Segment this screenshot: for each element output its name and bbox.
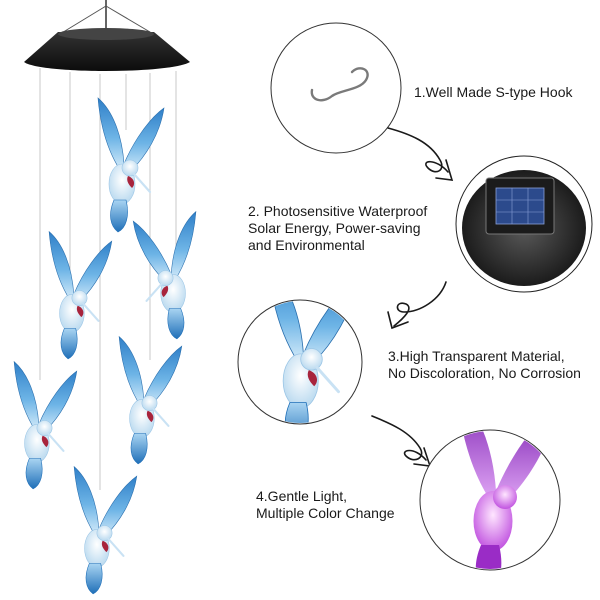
feature-2-line-3: and Environmental xyxy=(248,237,365,253)
feature-2-label: 2. Photosensitive Waterproof Solar Energ… xyxy=(248,203,427,254)
curved-arrow-icon xyxy=(371,415,432,467)
curved-arrow-icon xyxy=(387,281,447,330)
feature-4-label: 4.Gentle Light, Multiple Color Change xyxy=(256,488,395,522)
transparent-material-icon xyxy=(237,299,363,425)
solar-cap-icon xyxy=(24,0,190,71)
feature-1-line-1: 1.Well Made S-type Hook xyxy=(414,84,573,100)
feature-4-line-1: 4.Gentle Light, xyxy=(256,488,348,504)
feature-3-line-1: 3.High Transparent Material, xyxy=(388,348,565,364)
feature-2-line-2: Solar Energy, Power-saving xyxy=(248,220,421,236)
color-change-icon xyxy=(419,429,561,571)
feature-2-line-1: 2. Photosensitive Waterproof xyxy=(248,203,428,219)
feature-4-line-2: Multiple Color Change xyxy=(256,505,395,521)
hanging-strings xyxy=(39,68,177,490)
s-hook-icon xyxy=(270,22,402,154)
hummingbird-icon xyxy=(13,96,197,595)
feature-3-line-2: No Discoloration, No Corrosion xyxy=(388,365,581,381)
solar-panel-icon xyxy=(455,155,593,293)
curved-arrow-icon xyxy=(387,127,454,181)
feature-1-label: 1.Well Made S-type Hook xyxy=(414,84,572,101)
feature-3-label: 3.High Transparent Material, No Discolor… xyxy=(388,348,581,382)
